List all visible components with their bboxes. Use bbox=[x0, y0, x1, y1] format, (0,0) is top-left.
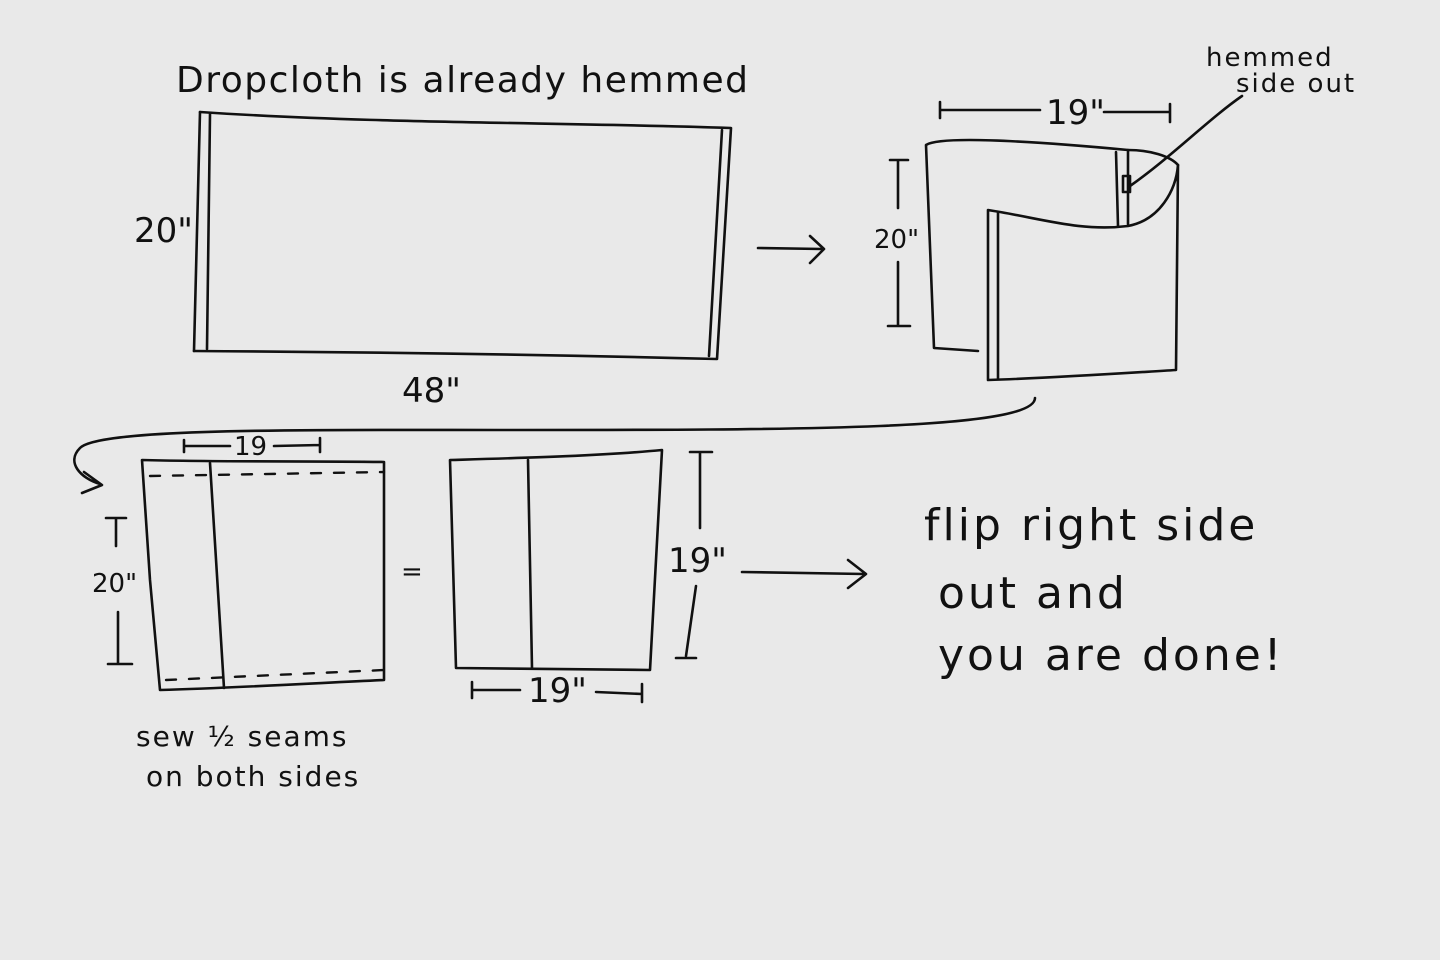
step4-finished-square bbox=[448, 448, 714, 704]
step3-height-dimension bbox=[104, 516, 134, 666]
hem-note-line2: side out bbox=[1236, 69, 1356, 99]
dropcloth-outline bbox=[192, 110, 733, 361]
sew-instruction-line2: on both sides bbox=[146, 760, 360, 793]
dropcloth-right-hem bbox=[707, 128, 724, 358]
final-note-line1: flip right side bbox=[924, 500, 1258, 551]
curved-connector-arrow bbox=[73, 396, 1037, 495]
step1-width-label: 48" bbox=[402, 371, 461, 411]
arrow-right-icon bbox=[756, 234, 826, 265]
arrow-right-icon bbox=[740, 558, 868, 590]
step4-outline bbox=[448, 448, 664, 672]
step3-outline bbox=[140, 458, 386, 692]
final-note-line2: out and bbox=[938, 568, 1128, 619]
folded-hem-edge bbox=[1114, 148, 1180, 228]
hem-note-line1: hemmed bbox=[1206, 43, 1334, 73]
hem-note-leader bbox=[1128, 94, 1244, 188]
step3-width-label: 19 bbox=[234, 432, 267, 462]
equals-sign: = bbox=[401, 557, 423, 587]
final-note-line3: you are done! bbox=[938, 630, 1284, 681]
step2-folded-cloth bbox=[886, 94, 1244, 382]
step4-height-dimension bbox=[674, 450, 714, 660]
step4-width-dimension bbox=[470, 680, 644, 704]
step2-height-dimension bbox=[886, 158, 912, 328]
step1-dropcloth bbox=[192, 110, 733, 361]
sew-instruction-line1: sew ½ seams bbox=[136, 720, 349, 753]
step3-width-dimension bbox=[182, 436, 322, 454]
step3-bottom-seam bbox=[164, 668, 386, 682]
folded-back-panel bbox=[924, 138, 1130, 353]
step2-width-label: 19" bbox=[1046, 93, 1105, 133]
step4-height-label: 19" bbox=[668, 541, 727, 581]
step4-width-label: 19" bbox=[528, 671, 587, 711]
step1-height-label: 20" bbox=[134, 211, 193, 251]
step3-sew-seams bbox=[104, 436, 386, 692]
hem-marker bbox=[1121, 174, 1132, 194]
folded-front-panel bbox=[986, 163, 1180, 382]
step2-height-label: 20" bbox=[874, 225, 919, 255]
dropcloth-left-hem bbox=[192, 110, 212, 353]
step3-fold-line bbox=[208, 461, 226, 690]
step4-center-line bbox=[526, 458, 534, 670]
step3-height-label: 20" bbox=[92, 569, 137, 599]
step3-top-seam bbox=[148, 470, 386, 478]
step2-width-dimension bbox=[938, 100, 1172, 124]
title-text: Dropcloth is already hemmed bbox=[176, 60, 750, 101]
